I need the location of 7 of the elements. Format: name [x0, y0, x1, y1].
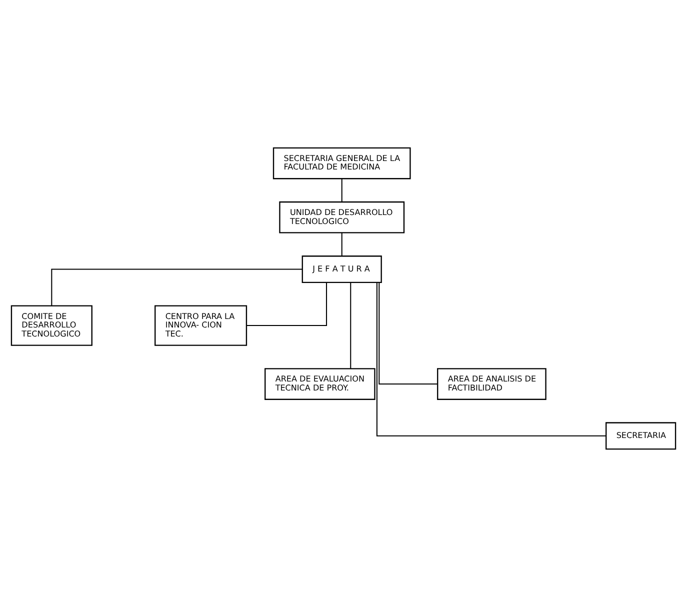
connector: [246, 282, 328, 326]
connector: [341, 232, 342, 256]
connector: [350, 282, 352, 369]
connector: [378, 282, 438, 385]
connector: [51, 268, 302, 306]
connector: [376, 282, 606, 436]
connector: [341, 178, 342, 202]
